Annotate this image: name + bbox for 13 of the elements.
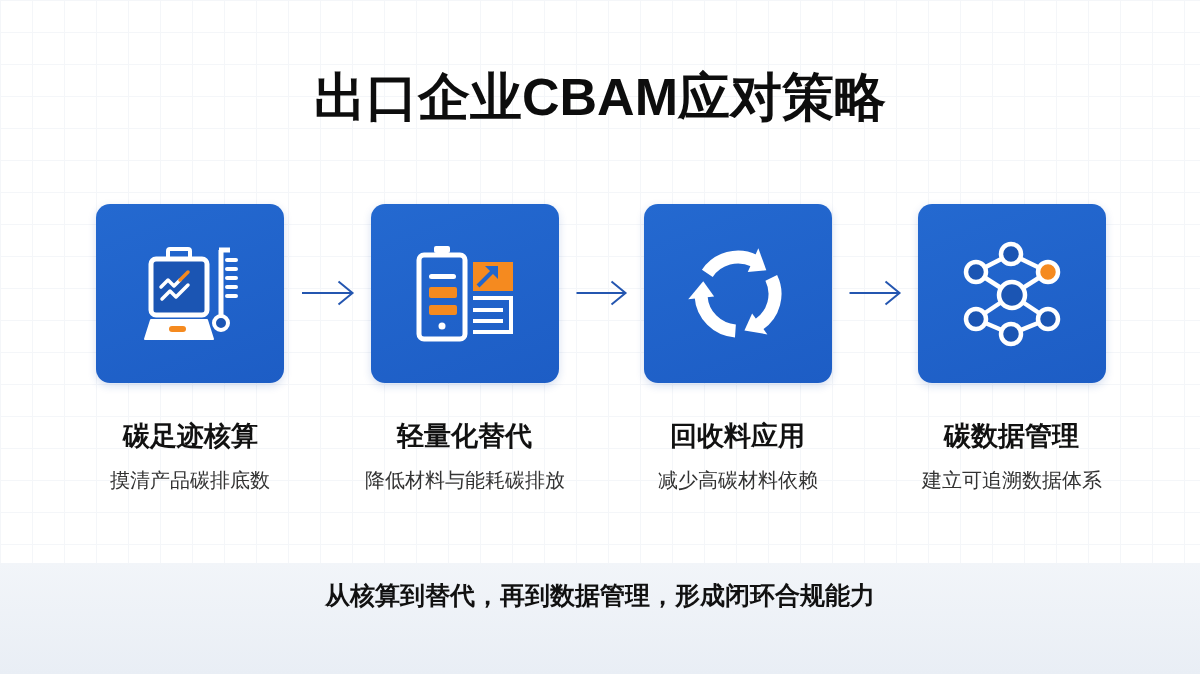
step-title: 碳数据管理 (944, 420, 1079, 452)
step-title: 轻量化替代 (397, 420, 532, 452)
caption: 从核算到替代，再到数据管理，形成闭环合规能力 (325, 580, 875, 611)
step-title: 碳足迹核算 (122, 420, 258, 452)
arrow (575, 280, 627, 306)
step-description: 减少高碳材料依赖 (657, 468, 818, 492)
arrow (301, 280, 354, 306)
step-title: 回收料应用 (670, 420, 805, 452)
arrow (848, 280, 901, 306)
title: 出口企业CBAM应对策略 (314, 67, 886, 128)
step-description: 降低材料与能耗碳排放 (364, 468, 565, 492)
step-description: 摸清产品碳排底数 (110, 468, 270, 492)
step-description: 建立可追溯数据体系 (921, 468, 1102, 492)
